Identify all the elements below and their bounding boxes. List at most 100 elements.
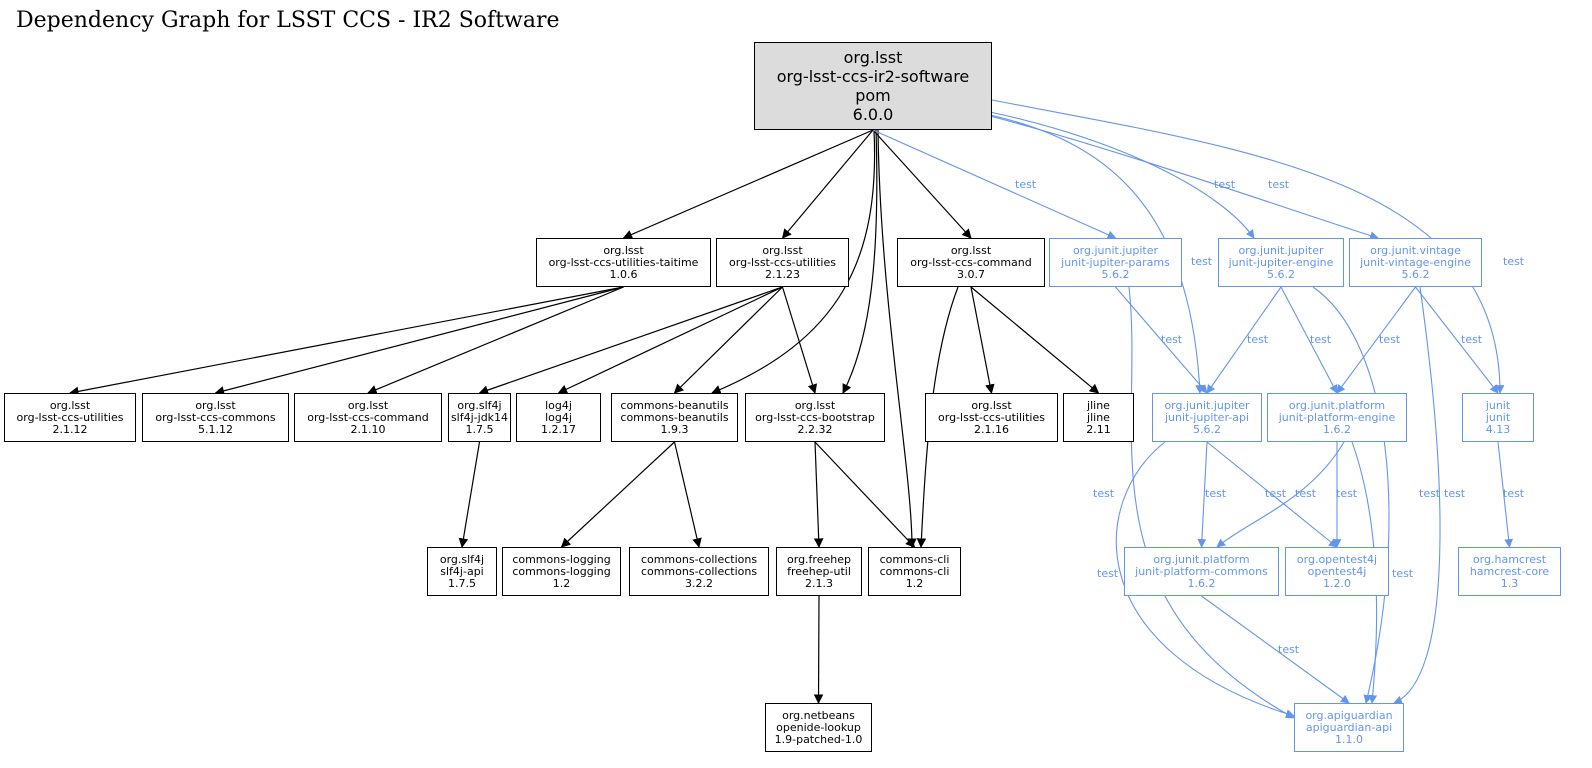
edge-freehep-to-openide — [813, 595, 824, 704]
edge-root-to-ccli — [877, 129, 917, 548]
node-version: 1.7.5 — [465, 422, 494, 436]
node-artifact: junit-platform-commons — [1135, 564, 1268, 578]
node-artifact: junit-vintage-engine — [1360, 255, 1471, 269]
edge-util2123-to-beanutils — [673, 286, 783, 394]
edge-root-to-beanutils — [711, 129, 876, 395]
edge-label-test: test — [1503, 255, 1525, 268]
node-version: 1.6.2 — [1323, 422, 1351, 436]
node-artifact: commons-beanutils — [620, 410, 729, 424]
node-artifact: junit-jupiter-engine — [1228, 255, 1334, 269]
edge-label-test: test — [1392, 567, 1414, 580]
node-group: org.lsst — [49, 398, 91, 412]
node-group: log4j — [545, 398, 572, 412]
edge-beanutils-to-clogging — [560, 441, 675, 548]
edge-bootstrap-to-freehep — [813, 441, 824, 548]
edge-label-test: test — [1247, 333, 1269, 346]
node-version: 2.11 — [1086, 422, 1111, 436]
node-artifact: openide-lookup — [776, 720, 861, 734]
node-artifact: slf4j-jdk14 — [450, 410, 509, 424]
edge-japi-to-pcommons — [1197, 441, 1208, 548]
edge-slf4jjdk-to-slf4japi — [458, 441, 481, 548]
node-version: 1.3 — [1500, 576, 1519, 590]
edge-root-to-jparams — [872, 129, 1117, 239]
node-version: 6.0.0 — [852, 105, 894, 124]
node-artifact: opentest4j — [1307, 564, 1367, 578]
edge-pcommons-to-apiguardian — [1201, 595, 1350, 704]
node-version: 2.1.3 — [805, 576, 833, 590]
node-type: pom — [855, 86, 891, 105]
edge-junit-to-hamcrest — [1497, 441, 1514, 548]
edge-util2123-to-bootstrap — [781, 286, 818, 394]
node-group: org.lsst — [971, 398, 1012, 412]
node-artifact: org-lsst-ccs-bootstrap — [755, 410, 875, 424]
edge-util2123-to-slf4jjdk — [478, 286, 783, 395]
graph-title: Dependency Graph for LSST CCS - IR2 Soft… — [16, 8, 560, 33]
node-version: 5.6.2 — [1193, 422, 1221, 436]
node-group: org.junit.platform — [1288, 398, 1386, 412]
node-group: commons-cli — [879, 552, 950, 566]
node-artifact: hamcrest-core — [1469, 564, 1550, 578]
node-group: org.junit.jupiter — [1164, 398, 1250, 412]
edge-label-test: test — [1379, 333, 1401, 346]
edge-label-test: test — [1268, 178, 1290, 191]
node-version: 4.13 — [1485, 422, 1511, 436]
node-artifact: org-lsst-ccs-commons — [155, 410, 276, 424]
node-group: org.slf4j — [457, 398, 502, 412]
edge-bootstrap-to-ccli — [814, 441, 916, 548]
node-group: org.junit.jupiter — [1238, 243, 1324, 257]
edge-vengine-to-apiguardian — [1393, 286, 1441, 705]
node-group: org.junit.jupiter — [1072, 243, 1159, 257]
node-version: 5.6.2 — [1267, 267, 1295, 281]
node-version: 2.2.32 — [797, 422, 833, 436]
edge-root-to-cmd307 — [872, 129, 972, 239]
edge-cmd307-to-util2116 — [970, 286, 995, 394]
node-version: 5.6.2 — [1401, 267, 1430, 281]
node-artifact: commons-cli — [879, 564, 950, 578]
node-artifact: jline — [1087, 410, 1110, 424]
node-artifact: apiguardian-api — [1305, 720, 1393, 734]
node-artifact: junit-platform-engine — [1278, 410, 1396, 424]
node-artifact: org-lsst-ccs-utilities-taitime — [548, 255, 699, 269]
edge-taitime-to-util2112 — [69, 286, 624, 397]
node-artifact: org-lsst-ccs-command — [307, 410, 429, 424]
edge-jengine-to-pengine — [1280, 286, 1338, 394]
node-artifact: junit-jupiter-params — [1061, 255, 1170, 269]
edge-label-test: test — [1097, 567, 1119, 580]
node-artifact: org-lsst-ccs-utilities — [938, 410, 1045, 424]
node-artifact: slf4j-api — [440, 564, 484, 578]
node-group: org.netbeans — [782, 708, 855, 722]
edge-label-test: test — [1310, 333, 1332, 346]
edge-vengine-to-junit — [1415, 286, 1499, 394]
edge-root-to-bootstrap — [842, 129, 878, 394]
